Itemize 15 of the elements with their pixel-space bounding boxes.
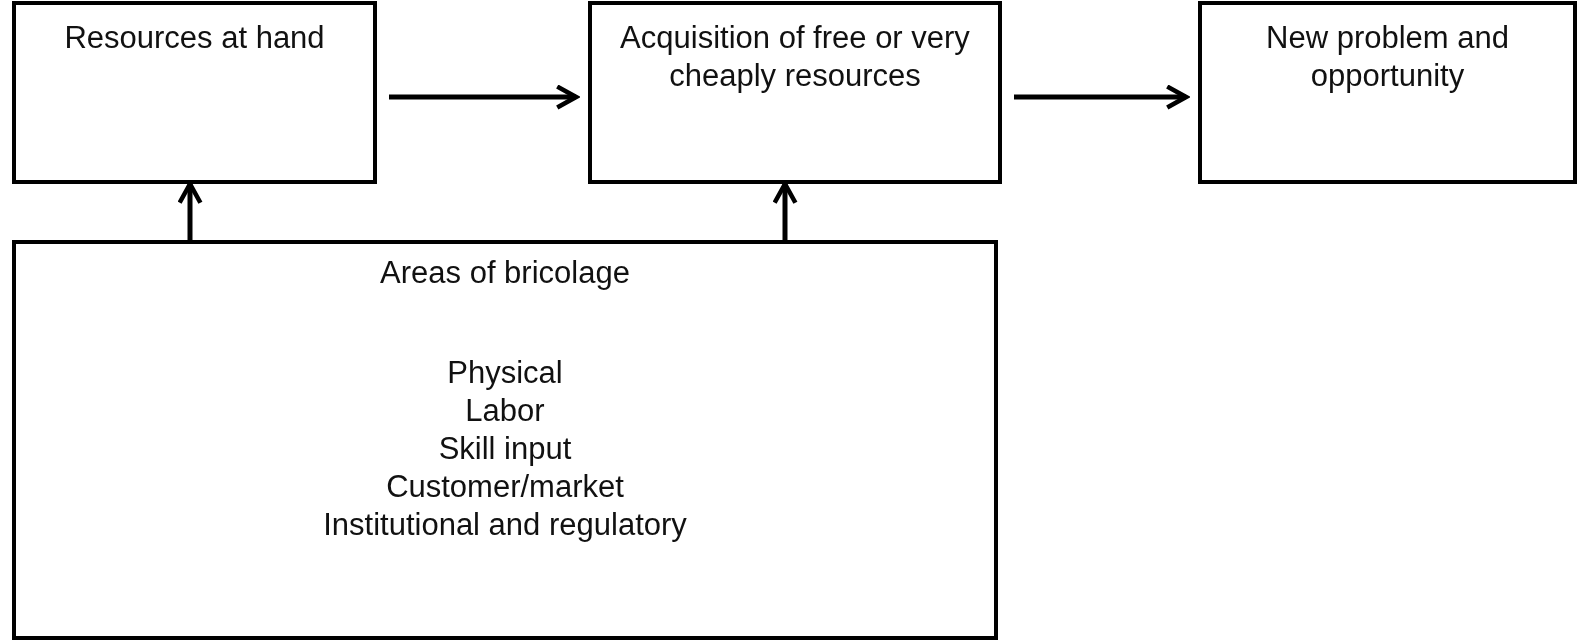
box-text: Customer/market: [385, 468, 625, 506]
box-text: Resources at hand: [63, 19, 326, 57]
box-text: Institutional and regulatory: [322, 506, 688, 544]
process-box: [588, 1, 1002, 184]
process-box: [12, 240, 998, 640]
arrow: [1014, 84, 1189, 110]
process-box: [1198, 1, 1577, 184]
box-text: Acquisition of free or very cheaply resources: [619, 19, 971, 95]
box-text: Skill input: [437, 430, 573, 468]
box-text: New problem and opportunity: [1265, 19, 1510, 95]
box-heading: Areas of bricolage: [379, 254, 631, 292]
box-text: Physical: [446, 354, 564, 392]
box-text: Labor: [464, 392, 546, 430]
arrow: [389, 84, 579, 110]
process-box: [12, 1, 377, 184]
